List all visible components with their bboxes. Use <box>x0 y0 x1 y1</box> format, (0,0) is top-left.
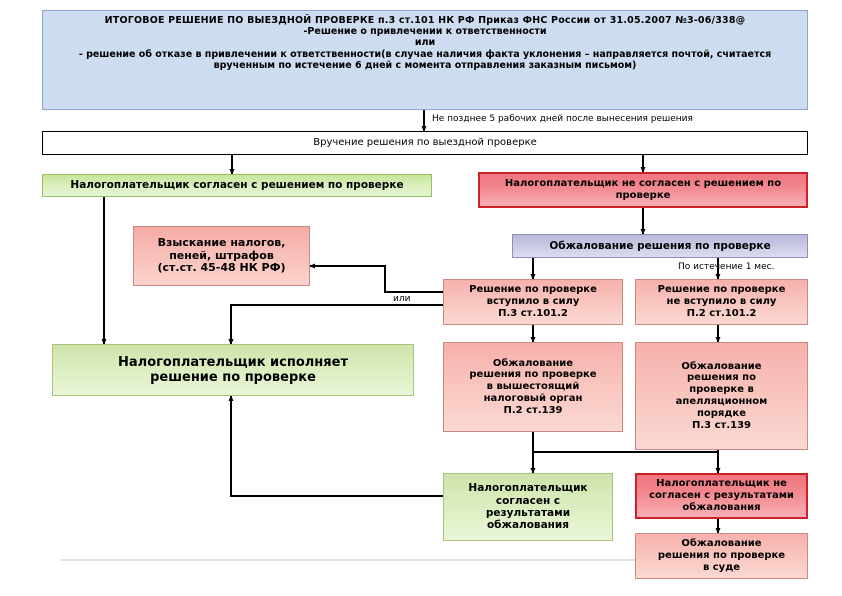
node-disagrees-with-results[interactable]: Налогоплательщик не согласен с результат… <box>635 473 808 519</box>
node-collection-label: Взыскание налогов, пеней, штрафов (ст.ст… <box>157 235 286 275</box>
node-taxpayer-executes[interactable]: Налогоплательщик исполняет решение по пр… <box>52 344 414 396</box>
node-appeal-appellate-label: Обжалование решения по проверке в апелля… <box>675 360 768 431</box>
node-decision-not-in-force-label: Решение по проверке не вступило в силу П… <box>657 284 786 319</box>
node-appeal-in-court[interactable]: Обжалование решения по проверке в суде <box>635 533 808 579</box>
node-taxpayer-executes-label: Налогоплательщик исполняет решение по пр… <box>118 354 348 385</box>
node-decision-in-force[interactable]: Решение по проверке вступило в силу П.3 … <box>443 279 623 325</box>
node-taxpayer-agrees-label: Налогоплательщик согласен с решением по … <box>70 179 404 192</box>
node-delivery[interactable]: Вручение решения по выездной проверке <box>42 131 808 155</box>
node-taxpayer-disagrees-label: Налогоплательщик не согласен с решением … <box>504 178 782 201</box>
label-deadline-5-days: Не позднее 5 рабочих дней после вынесени… <box>432 114 693 124</box>
node-disagrees-with-results-label: Налогоплательщик не согласен с результат… <box>649 478 794 513</box>
header-line-3: или <box>414 37 436 49</box>
node-appeal-higher-authority[interactable]: Обжалование решения по проверке в вышест… <box>443 342 623 432</box>
header-line-1: ИТОГОВОЕ РЕШЕНИЕ ПО ВЫЕЗДНОЙ ПРОВЕРКЕ п.… <box>104 15 746 26</box>
label-or-connector: или <box>393 294 411 304</box>
node-agrees-with-results-label: Налогоплательщик согласен с результатами… <box>468 482 588 532</box>
node-delivery-label: Вручение решения по выездной проверке <box>313 137 537 149</box>
node-decision-in-force-label: Решение по проверке вступило в силу П.3 … <box>469 284 597 319</box>
header-box: ИТОГОВОЕ РЕШЕНИЕ ПО ВЫЕЗДНОЙ ПРОВЕРКЕ п.… <box>42 10 808 110</box>
label-after-1-month: По истечение 1 мес. <box>678 262 775 272</box>
node-agrees-with-results[interactable]: Налогоплательщик согласен с результатами… <box>443 473 613 541</box>
node-collection[interactable]: Взыскание налогов, пеней, штрафов (ст.ст… <box>133 226 310 286</box>
node-taxpayer-disagrees[interactable]: Налогоплательщик не согласен с решением … <box>478 172 808 208</box>
node-taxpayer-agrees[interactable]: Налогоплательщик согласен с решением по … <box>42 174 432 197</box>
node-appeal-in-court-label: Обжалование решения по проверке в суде <box>657 538 786 573</box>
node-appeal-higher-authority-label: Обжалование решения по проверке в вышест… <box>469 357 597 416</box>
node-appeal-decision[interactable]: Обжалование решения по проверке <box>512 234 808 258</box>
node-appeal-decision-label: Обжалование решения по проверке <box>549 239 771 252</box>
header-line-2: -Решение о привлечении к ответственности <box>303 26 547 38</box>
node-decision-not-in-force[interactable]: Решение по проверке не вступило в силу П… <box>635 279 808 325</box>
node-appeal-appellate[interactable]: Обжалование решения по проверке в апелля… <box>635 342 808 450</box>
header-line-4: - решение об отказе в привлечении к отве… <box>78 48 772 71</box>
